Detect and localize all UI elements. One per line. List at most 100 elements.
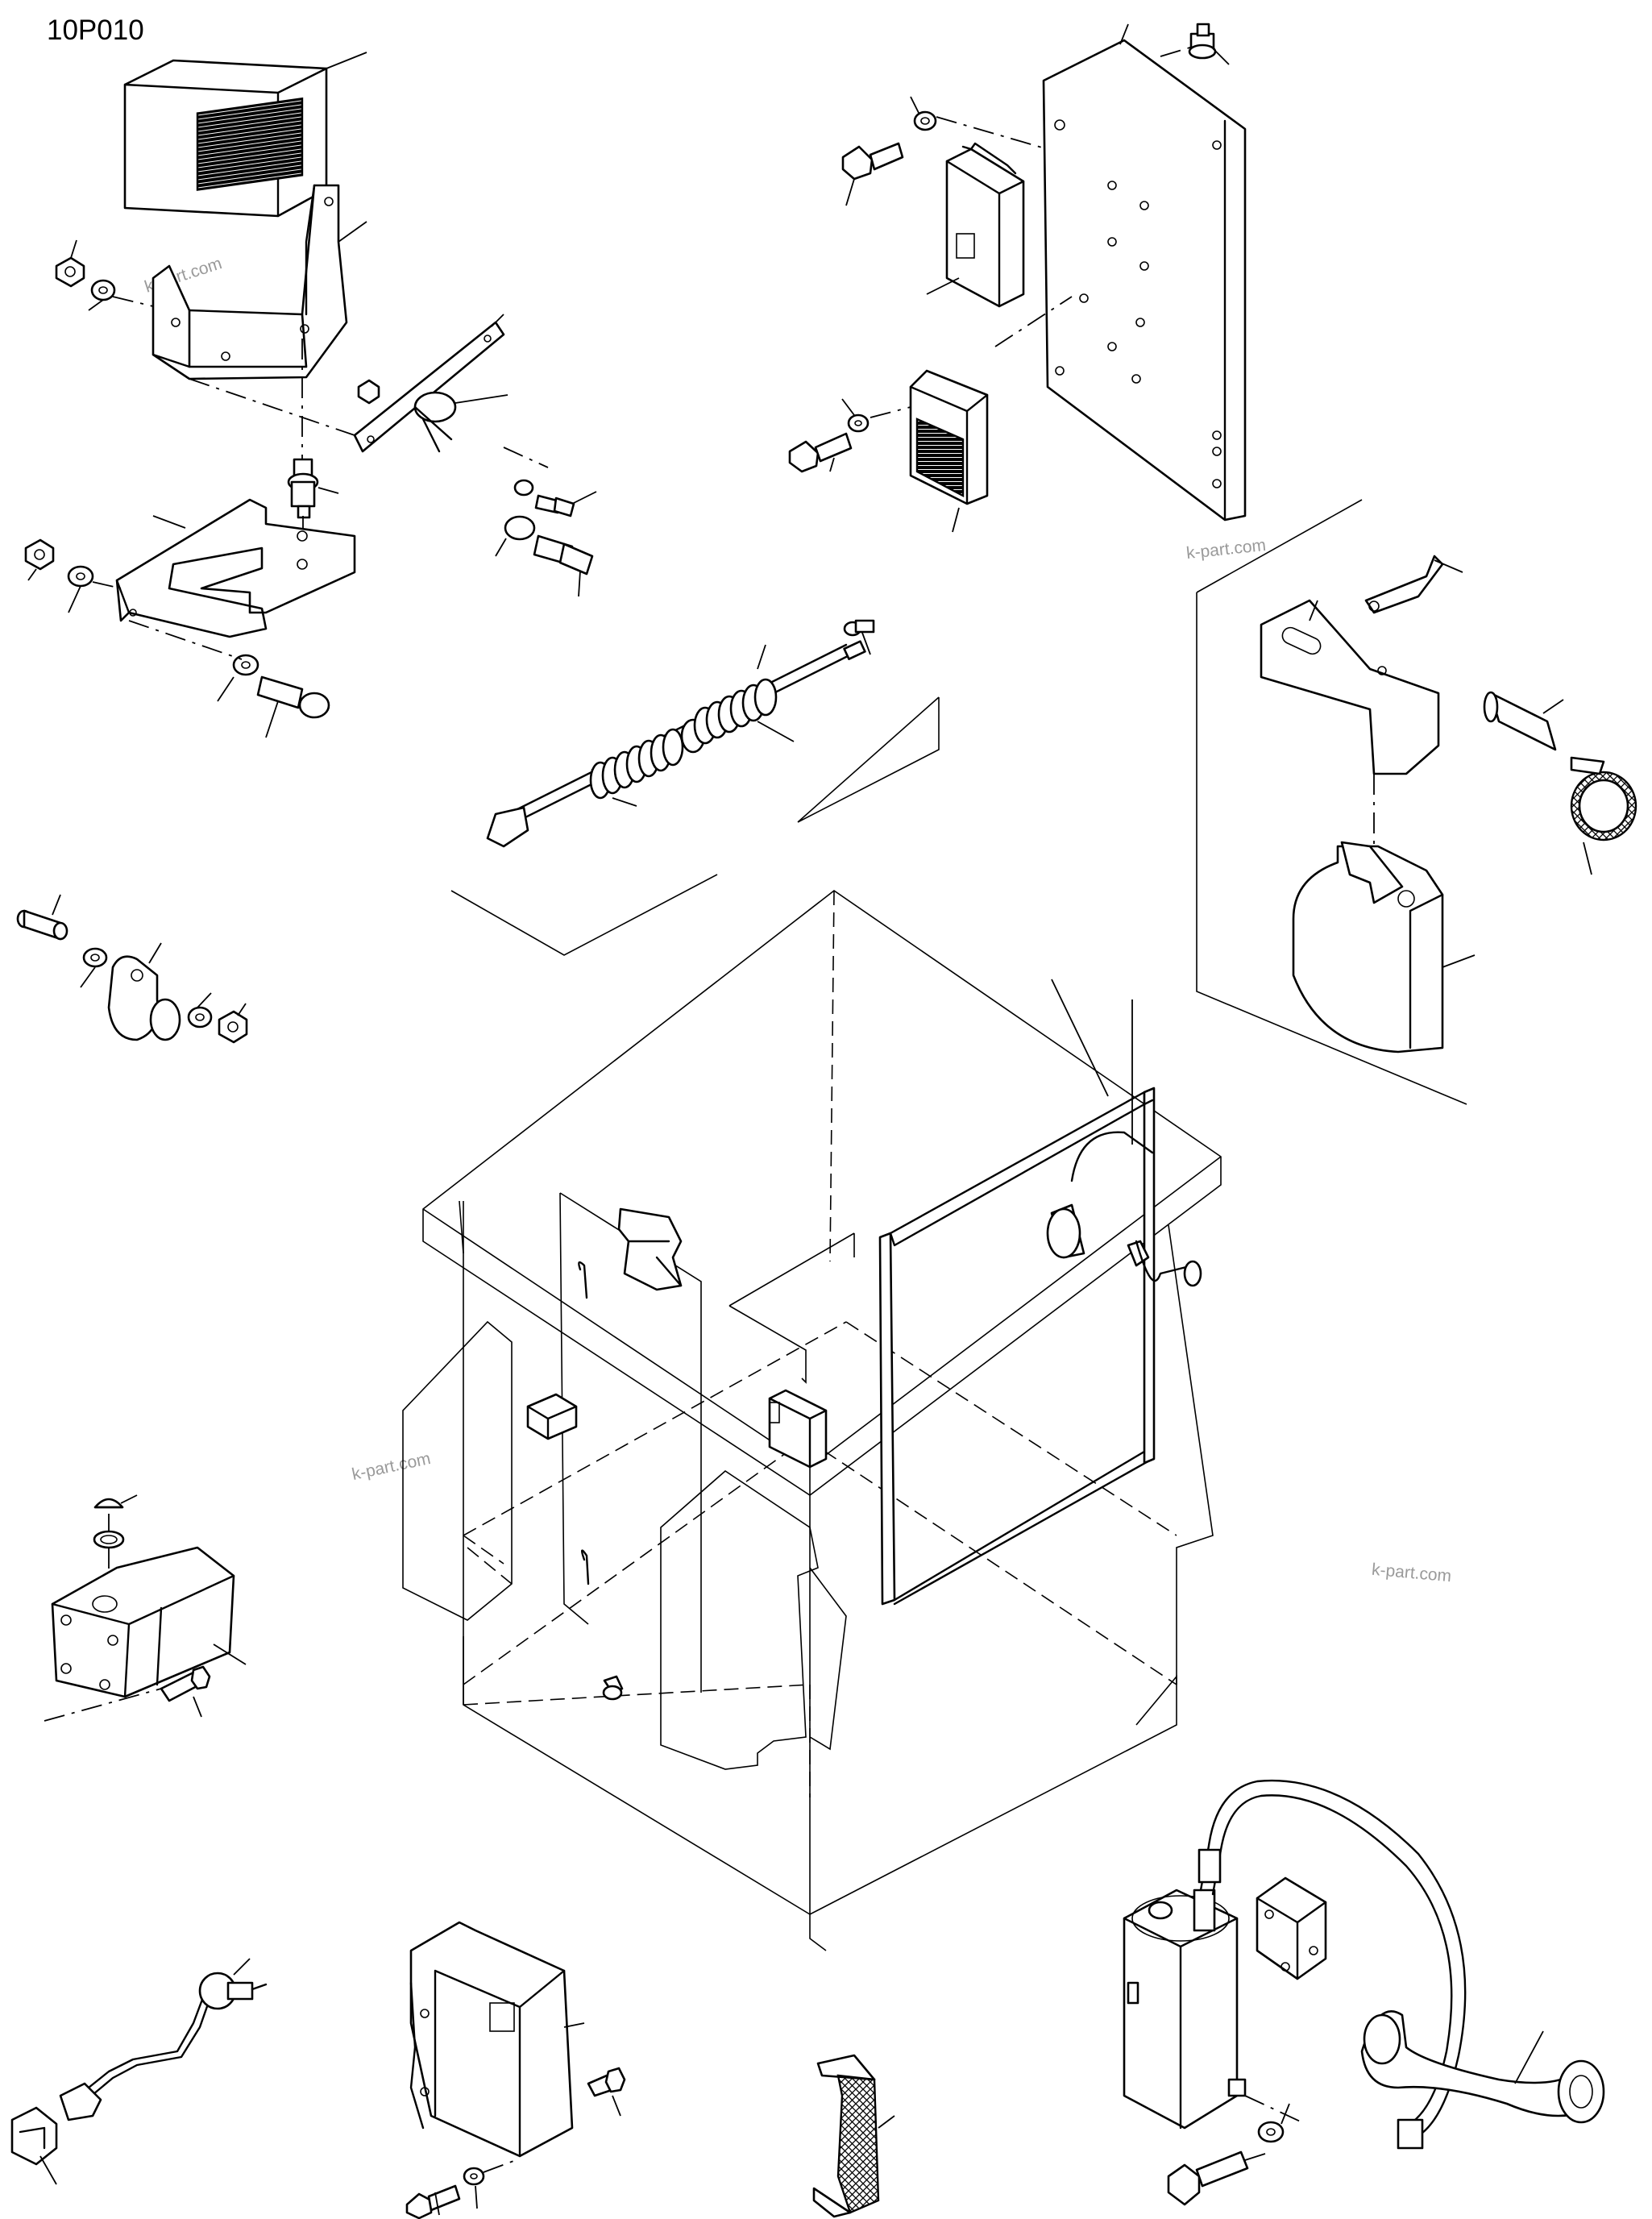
centerline-9 <box>870 406 911 418</box>
washer-4 <box>913 110 937 131</box>
leader-horn <box>1442 954 1476 968</box>
leader-grommet <box>861 632 871 655</box>
leader-bolt-7 <box>434 2185 478 2216</box>
hose-section <box>1483 691 1557 751</box>
cab-relay <box>768 1389 828 1469</box>
leader-cable-3 <box>612 797 637 807</box>
detail-frame-center <box>450 696 940 956</box>
cab-filter <box>1046 1131 1202 1287</box>
air-horn <box>1360 2010 1605 2124</box>
leader-nut-3 <box>27 568 81 613</box>
cab-outline <box>402 890 1222 1951</box>
centerline-13 <box>483 2159 517 2173</box>
centerline-12 <box>44 1688 162 1722</box>
washer-3 <box>232 654 259 676</box>
leader-hose-clamp <box>1583 841 1592 875</box>
cap <box>93 1498 124 1509</box>
cab-clip-2 <box>580 1549 590 1585</box>
leader-hose <box>1542 699 1564 714</box>
centerline-8 <box>994 296 1073 347</box>
hex-nut-3 <box>24 538 55 571</box>
washer-2 <box>67 565 94 588</box>
bolt-7 <box>405 2184 461 2219</box>
bolt-8 <box>1167 2150 1249 2206</box>
leader-air-horn <box>1514 2030 1544 2084</box>
hex-nut-1 <box>55 256 85 288</box>
washer-8 <box>463 2167 485 2186</box>
leader-pin <box>52 894 61 916</box>
control-unit <box>409 1921 574 2158</box>
mounting-bracket-u <box>152 184 348 380</box>
bolt-2 <box>256 675 330 719</box>
hose-clamp <box>1570 756 1637 841</box>
bolt-5 <box>160 1665 211 1702</box>
air-tank <box>1123 1889 1247 2130</box>
leader-bolt-5 <box>193 1696 202 1718</box>
washer-5 <box>847 413 870 433</box>
leader-controller <box>926 277 960 295</box>
cab-window-frame <box>878 1087 1156 1606</box>
leader-control-unit <box>563 2022 585 2028</box>
cable-clip <box>107 955 181 1041</box>
washer-6 <box>82 947 108 968</box>
centerline-1 <box>112 296 154 307</box>
leader-bolt-1 <box>495 538 581 597</box>
sensor-with-harness <box>10 1972 268 2166</box>
leader-screw-1 <box>571 491 597 505</box>
leader-sensor <box>233 1958 251 1976</box>
stud <box>287 458 319 519</box>
leader-bolt-4 <box>829 398 855 472</box>
cab-bracket-small <box>617 1207 683 1291</box>
bolt-4 <box>788 432 853 473</box>
leader-stud <box>318 487 339 494</box>
rubber-mount <box>1188 23 1217 60</box>
screw-1 <box>513 479 575 517</box>
centerline-2 <box>189 339 549 468</box>
washer-1 <box>90 279 116 301</box>
leader-panel <box>1119 23 1129 45</box>
leader-lower-bracket <box>152 515 186 529</box>
leader-cap <box>120 1494 138 1504</box>
leader-cable-1 <box>757 644 766 670</box>
switch-plate <box>353 321 505 453</box>
leader-clamp <box>1434 559 1463 573</box>
bolt-3 <box>841 142 904 181</box>
leader-bolt-3 <box>845 96 919 206</box>
leader-grip <box>878 2115 895 2129</box>
leader-bolt-6 <box>612 2095 621 2117</box>
horn <box>1292 841 1444 1053</box>
grommet-pin <box>843 619 875 637</box>
washer-7 <box>187 1006 213 1028</box>
hex-nut-4 <box>218 1010 248 1044</box>
hex-nut-2 <box>357 379 380 405</box>
mounting-flange <box>1256 1876 1327 1980</box>
detail-frame-right <box>1196 499 1467 1105</box>
centerline-4 <box>92 581 122 589</box>
mounting-panel <box>1042 39 1247 522</box>
centerline-5 <box>128 620 243 660</box>
cab-clip-1 <box>578 1261 588 1299</box>
display-unit <box>123 59 328 218</box>
centerline-14 <box>1244 2095 1306 2125</box>
leader-window-2 <box>1051 979 1109 1097</box>
leader-solenoid <box>213 1643 247 1665</box>
clamp-strap <box>1364 555 1444 614</box>
bolt-6 <box>587 2067 626 2097</box>
o-ring <box>93 1530 125 1549</box>
leader-rubber-mount <box>1212 48 1230 65</box>
leader-nut-4 <box>197 992 247 1016</box>
leader-display <box>326 52 367 69</box>
electronic-module <box>909 369 989 505</box>
horn-bracket <box>1260 599 1440 775</box>
leader-plate <box>455 314 508 404</box>
grip-pad <box>812 2054 880 2218</box>
cab-dashed-lines <box>463 890 1177 1797</box>
controller-module <box>945 142 1025 308</box>
diagram-code-label: 10P010 <box>47 15 144 46</box>
lower-bracket <box>115 498 356 638</box>
leader-clip <box>148 942 162 964</box>
leader-bolt-2 <box>217 676 279 738</box>
leader-bracket-u <box>338 221 367 243</box>
cab-block <box>526 1393 578 1440</box>
